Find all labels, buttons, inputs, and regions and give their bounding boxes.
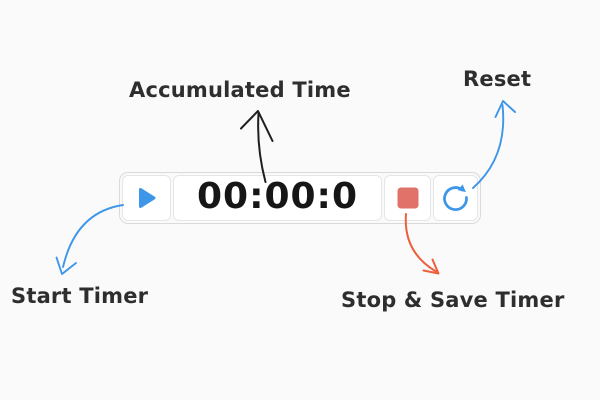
accumulated-time-label: Accumulated Time — [129, 78, 351, 102]
reset-label: Reset — [463, 67, 532, 91]
start-timer-label: Start Timer — [11, 284, 149, 308]
reset-icon — [443, 183, 468, 211]
reset-button[interactable] — [433, 175, 478, 221]
start-timer-arrow — [55, 204, 124, 275]
accumulated-time-value: 00:00:0 — [196, 176, 359, 217]
stop-save-timer-label: Stop & Save Timer — [341, 288, 565, 312]
time-display: 00:00:0 — [173, 175, 382, 221]
start-timer-button[interactable] — [122, 175, 171, 221]
play-icon — [138, 188, 155, 208]
stop-save-timer-button[interactable] — [384, 175, 431, 221]
timer-toolbar: 00:00:0 — [119, 172, 481, 224]
stop-icon — [397, 187, 418, 209]
